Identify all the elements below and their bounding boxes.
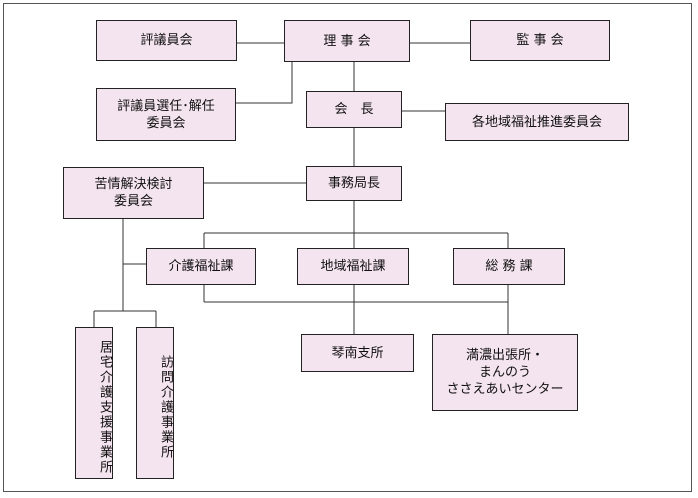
- councilors-box: 評議員会: [96, 20, 237, 61]
- selection-committee-box: 評議員選任･解任 委員会: [96, 88, 236, 141]
- regional-committee-box: 各地域福祉推進委員会: [445, 103, 629, 141]
- visiting-care-box: 訪問介護事業所: [136, 327, 174, 479]
- regional-welfare-box: 地域福祉課: [297, 248, 409, 285]
- care-welfare-box: 介護福祉課: [146, 248, 256, 285]
- chairman-box: 会 長: [306, 91, 402, 128]
- secretary-general-box: 事務局長: [306, 166, 402, 201]
- kinnan-branch-box: 琴南支所: [301, 334, 414, 372]
- home-care-support-box: 居宅介護支援事業所: [75, 327, 113, 479]
- auditors-box: 監 事 会: [470, 20, 610, 61]
- general-affairs-box: 総 務 課: [453, 248, 565, 285]
- line-board-selection: [236, 62, 293, 104]
- board-box: 理 事 会: [284, 20, 410, 62]
- complaint-committee-box: 苦情解決検討 委員会: [63, 167, 204, 219]
- diagram-frame: [3, 3, 692, 492]
- mannou-branch-box: 満濃出張所・ まんのう ささえあいセンター: [432, 334, 578, 411]
